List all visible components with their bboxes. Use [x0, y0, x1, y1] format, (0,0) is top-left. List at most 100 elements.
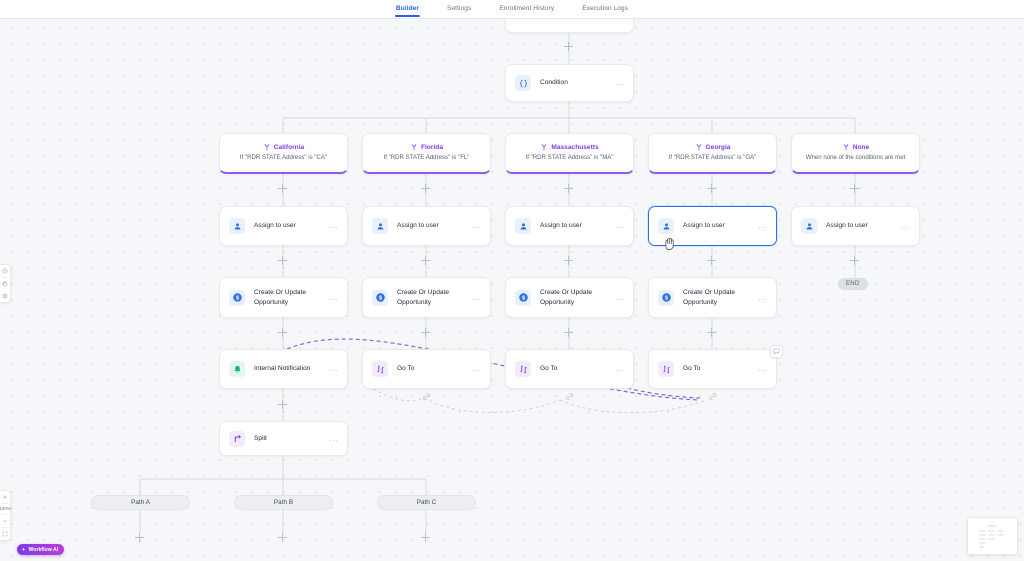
plus-handle-assign-5[interactable]	[850, 256, 859, 265]
node-menu[interactable]: ...	[758, 292, 767, 302]
node-menu[interactable]: ...	[615, 221, 624, 230]
branch-title: Florida	[421, 143, 443, 151]
node-label: Create Or Update Opportunity	[540, 288, 593, 306]
node-condition-label: Condition	[540, 79, 568, 87]
branch-title: Massachusetts	[551, 143, 599, 151]
node-label: Split	[254, 434, 267, 442]
node-split[interactable]: Split ...	[219, 421, 348, 456]
branch-title-row: Georgia	[695, 143, 730, 151]
plus-handle-opportunity-3[interactable]	[564, 328, 573, 337]
goto-icon	[372, 361, 388, 377]
node-assign-to-user-1[interactable]: Assign to user ...	[219, 206, 348, 246]
node-label: Go To	[397, 365, 415, 373]
goto-anchor-icon-2	[564, 389, 575, 401]
plus-handle-branch-5[interactable]	[850, 184, 859, 193]
left-toolbar	[0, 264, 11, 303]
svg-text:$: $	[235, 296, 238, 302]
node-label: Create Or Update Opportunity	[683, 288, 736, 306]
workflow-ai-label: Workflow AI	[28, 546, 59, 553]
branch-icon	[843, 144, 849, 151]
branch-title-row: None	[842, 143, 869, 151]
node-menu[interactable]: ...	[758, 364, 767, 373]
plus-handle-opportunity-1[interactable]	[278, 328, 287, 337]
path-pill-c[interactable]: Path C	[377, 495, 476, 510]
zoom-out-button[interactable]	[0, 515, 11, 527]
history-icon[interactable]	[0, 265, 11, 277]
plus-handle-path-a[interactable]	[135, 533, 144, 542]
plus-handle-branch-4[interactable]	[707, 184, 716, 193]
node-internal-notification[interactable]: Internal Notification ...	[219, 349, 348, 389]
braces-icon	[515, 75, 531, 91]
branch-card-georgia[interactable]: Georgia If "RDR STATE Address" is "GA"	[648, 133, 777, 174]
node-menu[interactable]: ...	[901, 221, 910, 230]
node-create-update-opportunity-1[interactable]: $ Create Or Update Opportunity ...	[219, 277, 348, 318]
branch-card-california[interactable]: California If "RDR STATE Address" is "CA…	[219, 133, 348, 174]
tab-execution-logs[interactable]: Execution Logs	[582, 4, 629, 12]
tab-settings[interactable]: Settings	[447, 4, 472, 12]
node-label: Assign to user	[397, 222, 439, 230]
node-menu[interactable]: ...	[472, 364, 481, 373]
branch-subtitle: If "RDR STATE Address" is "MA"	[525, 154, 614, 161]
branch-card-massachusetts[interactable]: Massachusetts If "RDR STATE Address" is …	[505, 133, 634, 174]
node-go-to-1[interactable]: Go To ...	[362, 349, 491, 389]
node-menu[interactable]: ...	[329, 221, 338, 230]
mouse-cursor-grab	[663, 236, 676, 251]
plus-handle-branch-3[interactable]	[564, 184, 573, 193]
node-assign-to-user-5[interactable]: Assign to user ...	[791, 206, 920, 246]
minimap[interactable]	[967, 517, 1018, 555]
node-menu[interactable]: ...	[472, 221, 481, 230]
copy-icon[interactable]	[0, 278, 11, 290]
node-create-update-opportunity-2[interactable]: $ Create Or Update Opportunity ...	[362, 277, 491, 318]
goto-icon	[658, 361, 674, 377]
node-assign-to-user-3[interactable]: Assign to user ...	[505, 206, 634, 246]
plus-handle-branch-2[interactable]	[421, 184, 430, 193]
plus-handle-notification[interactable]	[278, 400, 287, 409]
node-menu[interactable]: ...	[472, 292, 481, 302]
toolbar-divider	[1, 277, 9, 278]
branch-subtitle: If "RDR STATE Address" is "FL"	[383, 154, 470, 161]
tab-enrollment-history[interactable]: Enrollment History	[499, 4, 555, 12]
branch-subtitle: If "RDR STATE Address" is "CA"	[239, 154, 328, 161]
node-go-to-2[interactable]: Go To ...	[505, 349, 634, 389]
branch-subtitle: If "RDR STATE Address" is "GA"	[668, 154, 757, 161]
path-pill-b[interactable]: Path B	[234, 495, 333, 510]
fit-view-button[interactable]	[0, 528, 11, 540]
tab-builder[interactable]: Builder	[394, 2, 421, 17]
node-menu[interactable]: ...	[615, 292, 624, 302]
zoom-in-button[interactable]	[0, 491, 11, 503]
plus-handle-opportunity-2[interactable]	[421, 328, 430, 337]
plus-handle-assign-3[interactable]	[564, 256, 573, 265]
plus-handle-condition-top[interactable]	[564, 42, 573, 51]
node-condition-menu[interactable]: ...	[615, 78, 624, 87]
node-create-update-opportunity-4[interactable]: $ Create Or Update Opportunity ...	[648, 277, 777, 318]
node-menu[interactable]: ...	[615, 364, 624, 373]
plus-handle-branch-1[interactable]	[278, 184, 287, 193]
workflow-ai-button[interactable]: Workflow AI	[17, 544, 65, 555]
branch-title-row: Florida	[410, 143, 443, 151]
node-condition[interactable]: Condition ...	[505, 64, 634, 102]
plus-handle-assign-4[interactable]	[707, 256, 716, 265]
node-menu[interactable]: ...	[329, 433, 338, 443]
node-menu[interactable]: ...	[758, 221, 767, 230]
plus-handle-path-b[interactable]	[278, 533, 287, 542]
node-assign-to-user-2[interactable]: Assign to user ...	[362, 206, 491, 246]
node-label: Internal Notification	[254, 365, 311, 373]
layers-icon[interactable]	[0, 290, 11, 302]
node-go-to-3[interactable]: Go To ...	[648, 349, 777, 389]
node-create-update-opportunity-3[interactable]: $ Create Or Update Opportunity ...	[505, 277, 634, 318]
plus-handle-opportunity-4[interactable]	[707, 328, 716, 337]
node-menu[interactable]: ...	[329, 364, 338, 373]
node-menu[interactable]: ...	[329, 292, 338, 302]
zoom-divider-2	[1, 514, 9, 515]
path-pill-a[interactable]: Path A	[91, 495, 190, 510]
branch-card-none[interactable]: None When none of the conditions are met	[791, 133, 920, 174]
svg-text:$: $	[521, 296, 524, 302]
plus-handle-path-c[interactable]	[421, 533, 430, 542]
branch-card-florida[interactable]: Florida If "RDR STATE Address" is "FL"	[362, 133, 491, 174]
plus-handle-assign-2[interactable]	[421, 256, 430, 265]
comment-button[interactable]	[770, 345, 783, 358]
node-label: Assign to user	[254, 222, 296, 230]
svg-text:$: $	[378, 296, 381, 302]
plus-handle-assign-1[interactable]	[278, 256, 287, 265]
